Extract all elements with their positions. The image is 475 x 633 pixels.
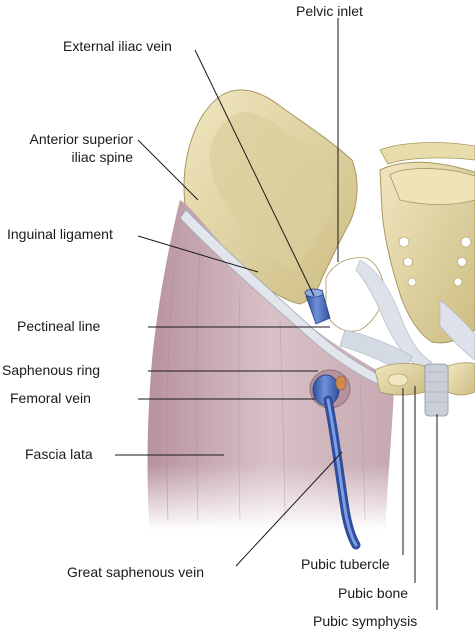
label-asis-line1: Anterior superior: [29, 131, 134, 147]
leader-great-saphenous-vein: [235, 451, 343, 567]
label-great-saphenous-vein: Great saphenous vein: [67, 564, 204, 580]
label-asis-line2: iliac spine: [71, 149, 133, 165]
label-external-iliac-vein: External iliac vein: [63, 38, 172, 54]
label-pelvic-inlet: Pelvic inlet: [296, 3, 363, 19]
label-pectineal-line: Pectineal line: [17, 318, 101, 334]
label-pubic-symphysis: Pubic symphysis: [313, 613, 418, 629]
label-femoral-vein: Femoral vein: [10, 390, 91, 406]
label-fascia-lata: Fascia lata: [25, 446, 93, 462]
saphenous-ring-shape: [309, 369, 351, 409]
label-saphenous-ring: Saphenous ring: [2, 362, 101, 378]
leader-asis: [137, 139, 199, 201]
label-inguinal-ligament: Inguinal ligament: [7, 226, 113, 242]
label-pubic-bone: Pubic bone: [338, 585, 409, 601]
leader-external-iliac-vein: [194, 49, 315, 297]
pelvic-ligaments: [339, 259, 475, 373]
leader-inguinal-ligament: [137, 235, 259, 273]
external-iliac-vein-shape: [304, 288, 331, 325]
leader-lines: [115, 18, 438, 610]
label-pubic-tubercle: Pubic tubercle: [301, 556, 390, 572]
sacrum-bone: [379, 142, 475, 344]
pubic-bone-shape: [374, 362, 475, 417]
